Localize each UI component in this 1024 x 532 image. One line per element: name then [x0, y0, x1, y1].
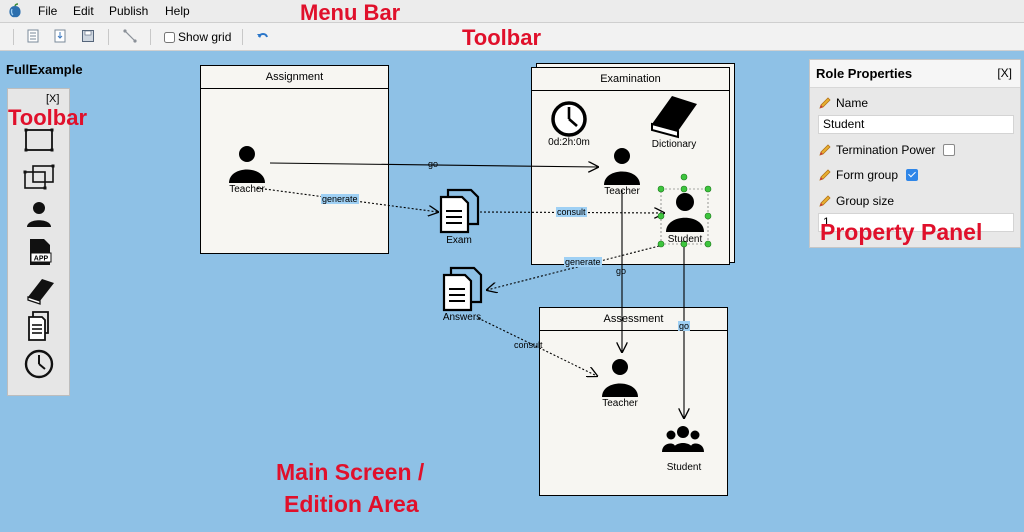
show-grid-toggle[interactable]: Show grid: [164, 30, 231, 44]
toolbar-separator: [242, 29, 243, 45]
app-logo-icon: [9, 3, 21, 18]
generate-connector[interactable]: [256, 187, 438, 212]
name-label: Name: [836, 96, 869, 110]
annotation-palette-toolbar: Toolbar: [8, 105, 88, 130]
connector-icon[interactable]: [122, 28, 138, 44]
timer-clock-icon[interactable]: [551, 101, 587, 137]
clock-icon[interactable]: [22, 349, 56, 379]
teacher-label: Teacher: [602, 398, 638, 409]
exam-label: Exam: [446, 235, 472, 246]
examination-activity[interactable]: Examination: [531, 67, 730, 265]
open-icon[interactable]: [52, 28, 68, 44]
pencil-icon: [819, 195, 831, 207]
toolbar-separator: [108, 29, 109, 45]
go-connector-label: go: [616, 266, 627, 276]
undo-icon[interactable]: [255, 28, 271, 44]
group-size-property: Group size: [818, 194, 894, 208]
document-icon[interactable]: [22, 311, 56, 341]
tool-palette: [X] APP: [7, 88, 70, 396]
group-size-field[interactable]: 1: [818, 213, 1014, 232]
student-label: Student: [667, 234, 703, 245]
teacher-label: Teacher: [604, 186, 640, 197]
form-group-checkbox[interactable]: [906, 169, 919, 181]
menu-edit[interactable]: Edit: [73, 4, 94, 18]
student-role-icon[interactable]: [666, 193, 704, 232]
name-field[interactable]: Student: [818, 115, 1014, 134]
student-group-icon[interactable]: [662, 426, 704, 452]
pencil-icon: [819, 169, 831, 181]
dictionary-book-icon[interactable]: [651, 96, 697, 139]
student-label: Student: [666, 462, 702, 473]
go-connector-label: go: [678, 321, 691, 331]
toolbar-separator: [13, 29, 14, 45]
menu-file[interactable]: File: [38, 4, 58, 18]
generate-connector-label: generate: [321, 194, 359, 204]
diagram-title: FullExample: [6, 62, 83, 77]
selection-handles[interactable]: [657, 173, 712, 248]
annotation-edition-area: Edition Area: [284, 491, 419, 517]
timer-label: 0d:2h:0m: [548, 137, 590, 148]
annotation-property-panel: Property Panel: [820, 219, 983, 245]
go-connector-label: go: [428, 159, 439, 169]
teacher-label: Teacher: [229, 184, 265, 195]
menu-publish[interactable]: Publish: [109, 4, 149, 18]
save-icon[interactable]: [80, 28, 96, 44]
new-diagram-icon[interactable]: [25, 28, 41, 44]
toolbar: Show grid: [0, 23, 1024, 51]
show-grid-label: Show grid: [178, 30, 232, 44]
go-connector[interactable]: [269, 163, 598, 167]
annotation-menu-bar: Menu Bar: [300, 0, 401, 25]
toolbar-separator: [150, 29, 151, 45]
assignment-activity[interactable]: Assignment: [200, 65, 389, 254]
name-property: Name: [818, 96, 868, 110]
annotation-toolbar: Toolbar: [462, 25, 542, 50]
assessment-title: Assessment: [540, 308, 727, 331]
property-panel-title: Role Properties: [816, 66, 913, 81]
assessment-activity[interactable]: Assessment: [539, 307, 728, 496]
teacher-role-icon[interactable]: [229, 146, 265, 183]
property-panel-header: Role Properties [X]: [810, 60, 1020, 88]
book-icon[interactable]: [22, 275, 56, 305]
form-group-label: Form group: [836, 168, 899, 182]
exam-document-icon[interactable]: [439, 188, 480, 234]
generate-connector-2[interactable]: [487, 244, 664, 290]
group-size-label: Group size: [836, 194, 895, 208]
dictionary-label: Dictionary: [651, 139, 697, 150]
termination-power-label: Termination Power: [836, 143, 936, 157]
group-icon[interactable]: [22, 162, 56, 192]
person-icon[interactable]: [22, 199, 56, 229]
answers-label: Answers: [442, 312, 482, 323]
examination-title: Examination: [532, 68, 729, 91]
menu-help[interactable]: Help: [165, 4, 190, 18]
rectangle-icon[interactable]: [22, 125, 56, 155]
property-panel-close-button[interactable]: [X]: [997, 66, 1012, 80]
termination-power-checkbox[interactable]: [943, 144, 956, 156]
generate-connector-label: generate: [564, 257, 602, 267]
teacher-role-icon[interactable]: [604, 148, 640, 185]
menu-bar: File Edit Publish Help: [0, 0, 1024, 23]
consult-connector-label: consult: [514, 340, 543, 350]
answers-document-icon[interactable]: [442, 266, 483, 312]
app-file-icon[interactable]: APP: [22, 237, 56, 267]
svg-text:APP: APP: [34, 256, 49, 263]
annotation-main-screen: Main Screen /: [276, 459, 425, 485]
palette-close-button[interactable]: [X]: [46, 93, 60, 105]
teacher-role-icon[interactable]: [602, 359, 638, 397]
pencil-icon: [819, 97, 831, 109]
consult-connector-label: consult: [556, 207, 587, 217]
form-group-property: Form group: [818, 168, 919, 182]
termination-power-property: Termination Power: [818, 143, 956, 157]
pencil-icon: [819, 144, 831, 156]
property-panel: Role Properties [X] Name Student Termina…: [809, 59, 1021, 248]
assignment-title: Assignment: [201, 66, 388, 89]
show-grid-checkbox[interactable]: [164, 31, 175, 43]
